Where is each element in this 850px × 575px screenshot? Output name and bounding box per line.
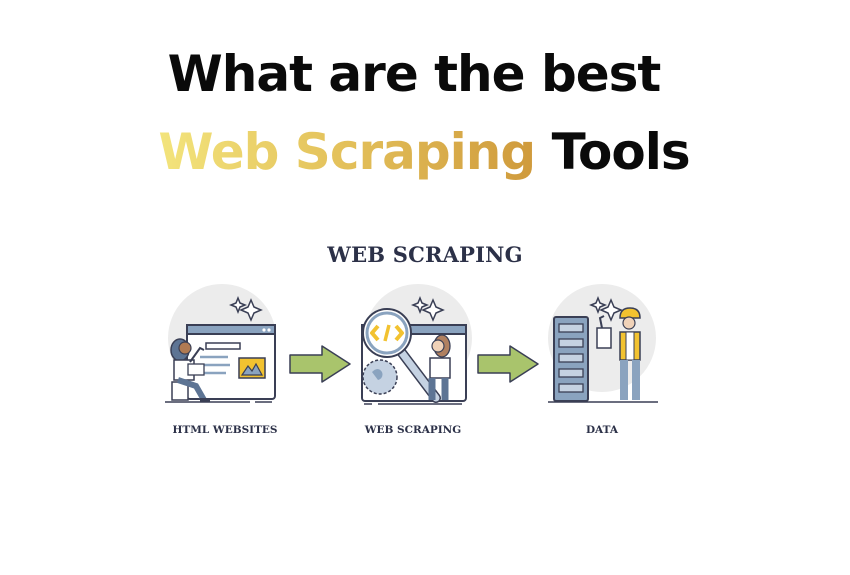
browser-window-person-icon (165, 284, 276, 403)
headline-highlight: Web Scraping (158, 123, 536, 181)
headline-line-1: What are the best (0, 44, 839, 104)
headline-rest: Tools (551, 123, 691, 181)
headline-line-2: Web Scraping Tools (0, 122, 849, 182)
stage-label-data: DATA (585, 424, 619, 436)
stage-label-html-websites: HTML WEBSITES (172, 424, 278, 436)
headline-text: What are the best (167, 45, 662, 103)
magnifier-code-globe-icon (361, 284, 472, 405)
server-rack-worker-icon (548, 284, 658, 403)
arrow-right-icon (477, 345, 539, 383)
arrow-right-icon (289, 345, 351, 383)
stage-label-web-scraping: WEB SCRAPING (364, 424, 462, 436)
infographic-title: WEB SCRAPING (327, 242, 523, 267)
